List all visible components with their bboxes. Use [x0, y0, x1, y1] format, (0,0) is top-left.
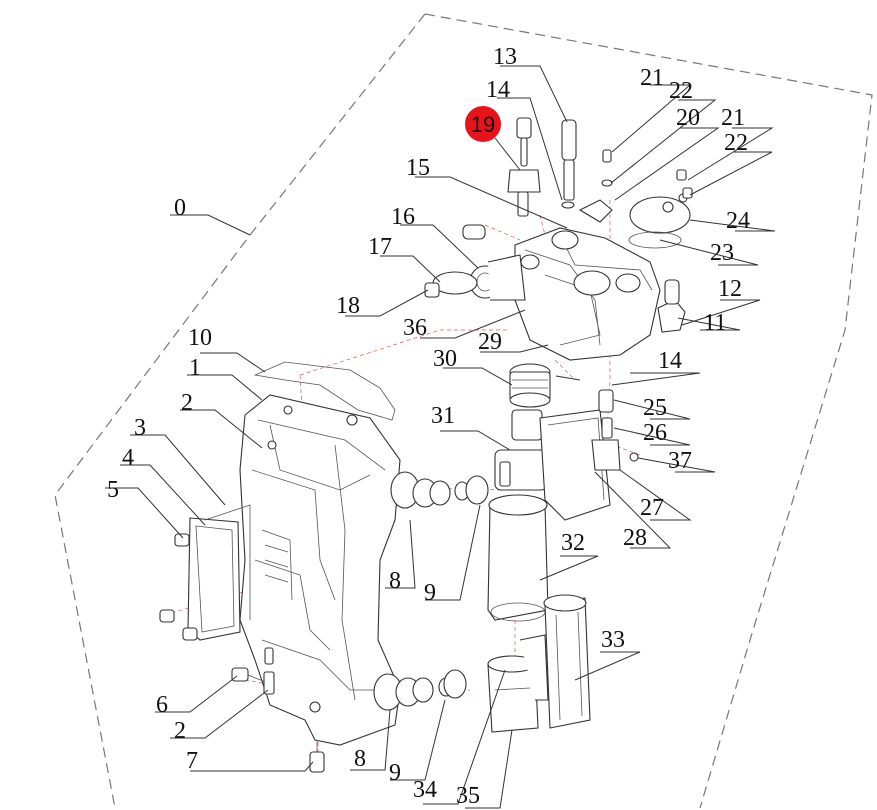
callout-label-16: 16 — [391, 204, 415, 230]
callout-label-14: 14 — [486, 77, 510, 103]
callout-label-13: 13 — [493, 44, 517, 70]
pressure-sensor — [507, 117, 541, 217]
callout-label-12: 12 — [718, 276, 742, 302]
callout-label-36: 36 — [403, 315, 427, 341]
side-port — [424, 254, 526, 301]
callout-label-18: 18 — [336, 293, 360, 319]
callout-label-10: 10 — [188, 325, 212, 351]
callout-label-24: 24 — [726, 208, 750, 234]
callout-label-17: 17 — [368, 234, 392, 260]
callout-label-26: 26 — [643, 420, 667, 446]
callout-label-15: 15 — [406, 155, 430, 181]
callout-label-9: 9 — [424, 580, 436, 606]
callout-label-25: 25 — [643, 395, 667, 421]
fuel-pump-32 — [487, 494, 549, 622]
main-housing — [239, 394, 401, 746]
callout-label-19: 19 — [471, 112, 495, 137]
bracket-28 — [539, 409, 611, 521]
callout-label-21: 21 — [640, 65, 664, 91]
screws-5 — [159, 533, 198, 641]
gasket-10 — [253, 361, 396, 421]
callout-label-4: 4 — [122, 445, 134, 471]
check-valve-upper — [390, 471, 489, 509]
regulator-30 — [509, 363, 581, 408]
callout-label-27: 27 — [640, 495, 664, 521]
callout-label-11: 11 — [703, 310, 726, 336]
callout-label-3: 3 — [134, 415, 146, 441]
callout-label-31: 31 — [431, 403, 455, 429]
cover-plate — [187, 504, 251, 641]
callout-label-2: 2 — [181, 390, 193, 416]
highlight-marker[interactable] — [465, 106, 501, 142]
callout-label-28: 28 — [623, 525, 647, 551]
cover-cap — [628, 193, 691, 249]
callout-label-37: 37 — [668, 448, 692, 474]
callout-label-33: 33 — [601, 627, 625, 653]
callout-label-30: 30 — [433, 346, 457, 372]
callout-label-20: 20 — [676, 105, 700, 131]
elbow-fitting — [657, 279, 686, 333]
pump-head-31 — [494, 409, 548, 491]
bolt-6 — [231, 647, 275, 695]
callout-label-22: 22 — [724, 130, 748, 156]
callout-label-5: 5 — [107, 477, 119, 503]
check-valve-lower — [373, 669, 467, 711]
callout-label-29: 29 — [478, 329, 502, 355]
callout-label-35: 35 — [456, 783, 480, 809]
callout-label-0: 0 — [174, 195, 186, 221]
sensor-stem — [561, 119, 693, 223]
fitting-7 — [309, 740, 325, 773]
callout-label-32: 32 — [561, 530, 585, 556]
callout-label-22: 22 — [669, 78, 693, 104]
callout-label-1: 1 — [189, 355, 201, 381]
callout-label-34: 34 — [413, 777, 437, 803]
upper-module-housing — [514, 227, 661, 361]
callout-label-2: 2 — [174, 718, 186, 744]
leader-lines — [105, 65, 776, 809]
holder-34-35 — [487, 634, 549, 733]
callout-label-8: 8 — [354, 746, 366, 772]
callout-label-8: 8 — [389, 568, 401, 594]
callout-label-14: 14 — [658, 348, 682, 374]
callout-label-6: 6 — [156, 692, 168, 718]
callout-label-9: 9 — [389, 760, 401, 786]
assembly-boundary — [54, 13, 873, 809]
callout-label-21: 21 — [721, 105, 745, 131]
callout-label-23: 23 — [710, 240, 734, 266]
plug-15 — [462, 224, 486, 240]
callout-label-7: 7 — [186, 748, 198, 774]
filter-33 — [543, 594, 591, 729]
small-parts — [591, 389, 639, 471]
